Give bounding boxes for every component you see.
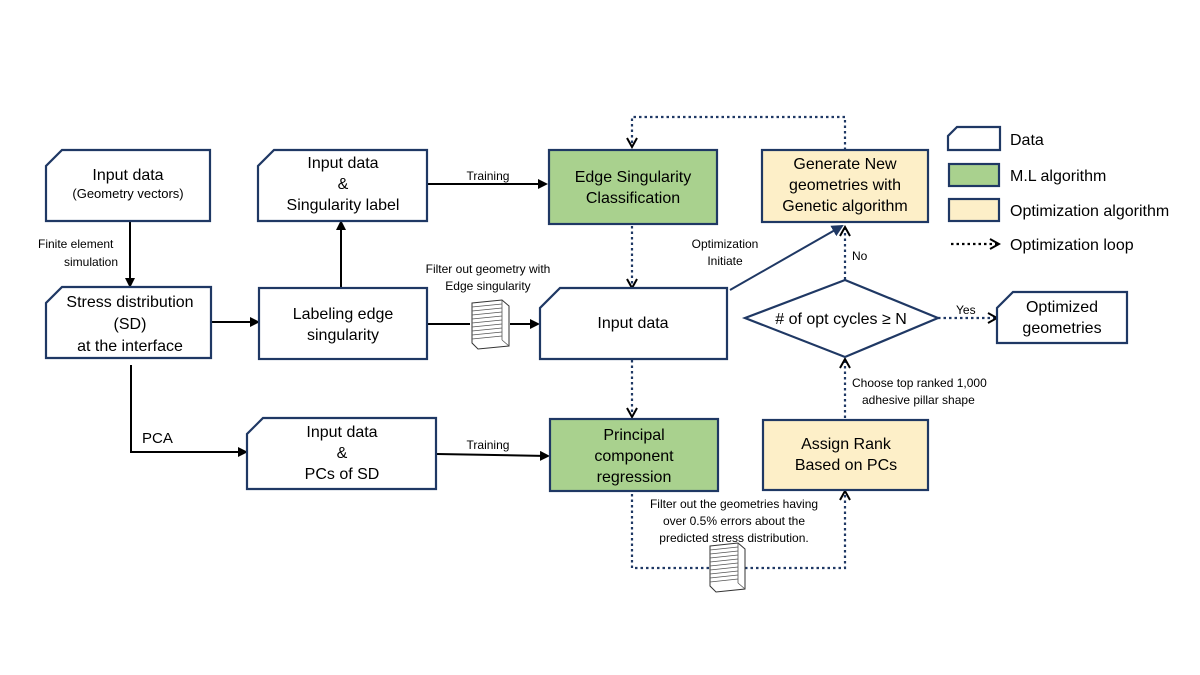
legend-ml-label: M.L algorithm: [1010, 168, 1106, 185]
node-pcs-line1: Input data: [306, 424, 377, 441]
node-decision: # of opt cycles ≥ N: [741, 278, 941, 359]
node-singularity-line2: &: [338, 176, 349, 193]
node-pcr-line3: regression: [597, 469, 672, 486]
legend-item-loop: Optimization loop: [951, 237, 1134, 254]
node-labeling-line2: singularity: [307, 327, 379, 344]
loop-filter-to-rank: [745, 492, 845, 570]
label-finite-element-2: simulation: [64, 255, 118, 269]
label-opt-initiate-2: Initiate: [707, 254, 743, 268]
node-genetic-line3: Genetic algorithm: [782, 198, 907, 215]
arrow-input-to-genetic: [729, 225, 844, 291]
legend-opt-label: Optimization algorithm: [1010, 203, 1169, 220]
node-optimized-line1: Optimized: [1026, 299, 1098, 316]
node-genetic: Generate New geometries with Genetic alg…: [760, 148, 930, 224]
node-singularity-line1: Input data: [307, 155, 378, 172]
node-classification-line1: Edge Singularity: [575, 169, 692, 186]
node-stress-line1: Stress distribution: [66, 294, 193, 311]
node-singularity-line3: Singularity label: [287, 197, 400, 214]
node-rank-line1: Assign Rank: [801, 436, 892, 453]
node-edge-classification: Edge Singularity Classification: [547, 148, 719, 226]
label-filter-singularity-2: Edge singularity: [445, 279, 530, 293]
label-training-bottom: Training: [467, 438, 510, 452]
legend-item-data: Data: [946, 125, 1044, 152]
legend: Data M.L algorithm Optimization algorith…: [946, 125, 1169, 254]
node-input-data-mid: Input data: [538, 286, 729, 361]
node-stress-line2: (SD): [114, 316, 147, 333]
node-input-pcs: Input data & PCs of SD: [245, 416, 438, 491]
label-choose-top-2: adhesive pillar shape: [862, 393, 975, 407]
node-pcr-line1: Principal: [603, 427, 664, 444]
arrow-stress-to-pca: [130, 365, 248, 457]
legend-item-optimization: Optimization algorithm: [947, 197, 1169, 223]
node-labeling: Labeling edge singularity: [257, 286, 429, 361]
label-filter-singularity-1: Filter out geometry with: [426, 262, 551, 276]
label-filter-errors-1: Filter out the geometries having: [650, 497, 818, 511]
node-stress-distribution: Stress distribution (SD) at the interfac…: [44, 285, 213, 360]
label-filter-errors-3: predicted stress distribution.: [659, 531, 808, 545]
legend-data-label: Data: [1010, 132, 1044, 149]
label-training-top: Training: [467, 169, 510, 183]
node-input-mid-line1: Input data: [597, 315, 668, 332]
node-optimized: Optimized geometries: [995, 290, 1129, 345]
node-optimized-line2: geometries: [1022, 320, 1101, 337]
label-no: No: [852, 249, 868, 263]
loop-genetic-to-classification: [632, 115, 847, 150]
label-choose-top-1: Choose top ranked 1,000: [852, 376, 987, 390]
node-assign-rank: Assign Rank Based on PCs: [761, 418, 930, 492]
label-yes: Yes: [956, 303, 976, 317]
node-pcr-line2: component: [594, 448, 674, 465]
legend-item-ml: M.L algorithm: [947, 162, 1106, 188]
node-pcr: Principal component regression: [548, 417, 720, 493]
node-stress-line3: at the interface: [77, 338, 183, 355]
node-labeling-line1: Labeling edge: [293, 306, 394, 323]
loop-pcr-to-filter: [630, 494, 709, 570]
label-pca: PCA: [142, 430, 173, 447]
legend-loop-label: Optimization loop: [1010, 237, 1134, 254]
label-finite-element-1: Finite element: [38, 237, 114, 251]
node-rank-line2: Based on PCs: [795, 457, 897, 474]
label-filter-errors-2: over 0.5% errors about the: [663, 514, 805, 528]
node-pcs-line3: PCs of SD: [305, 466, 380, 483]
filter-icon-singularity: [471, 299, 510, 350]
label-opt-initiate-1: Optimization: [692, 237, 759, 251]
filter-icon-errors: [709, 542, 746, 593]
node-input-geometry: Input data (Geometry vectors): [44, 148, 212, 223]
arrow-pcs-to-pcr: [436, 450, 550, 461]
node-decision-line1: # of opt cycles ≥ N: [775, 311, 907, 328]
node-input-geometry-line2: (Geometry vectors): [72, 186, 183, 201]
node-pcs-line2: &: [337, 445, 348, 462]
node-genetic-line1: Generate New: [793, 156, 897, 173]
node-input-singularity: Input data & Singularity label: [256, 148, 429, 223]
node-genetic-line2: geometries with: [789, 177, 901, 194]
node-classification-line2: Classification: [586, 190, 680, 207]
node-input-geometry-line1: Input data: [92, 167, 163, 184]
